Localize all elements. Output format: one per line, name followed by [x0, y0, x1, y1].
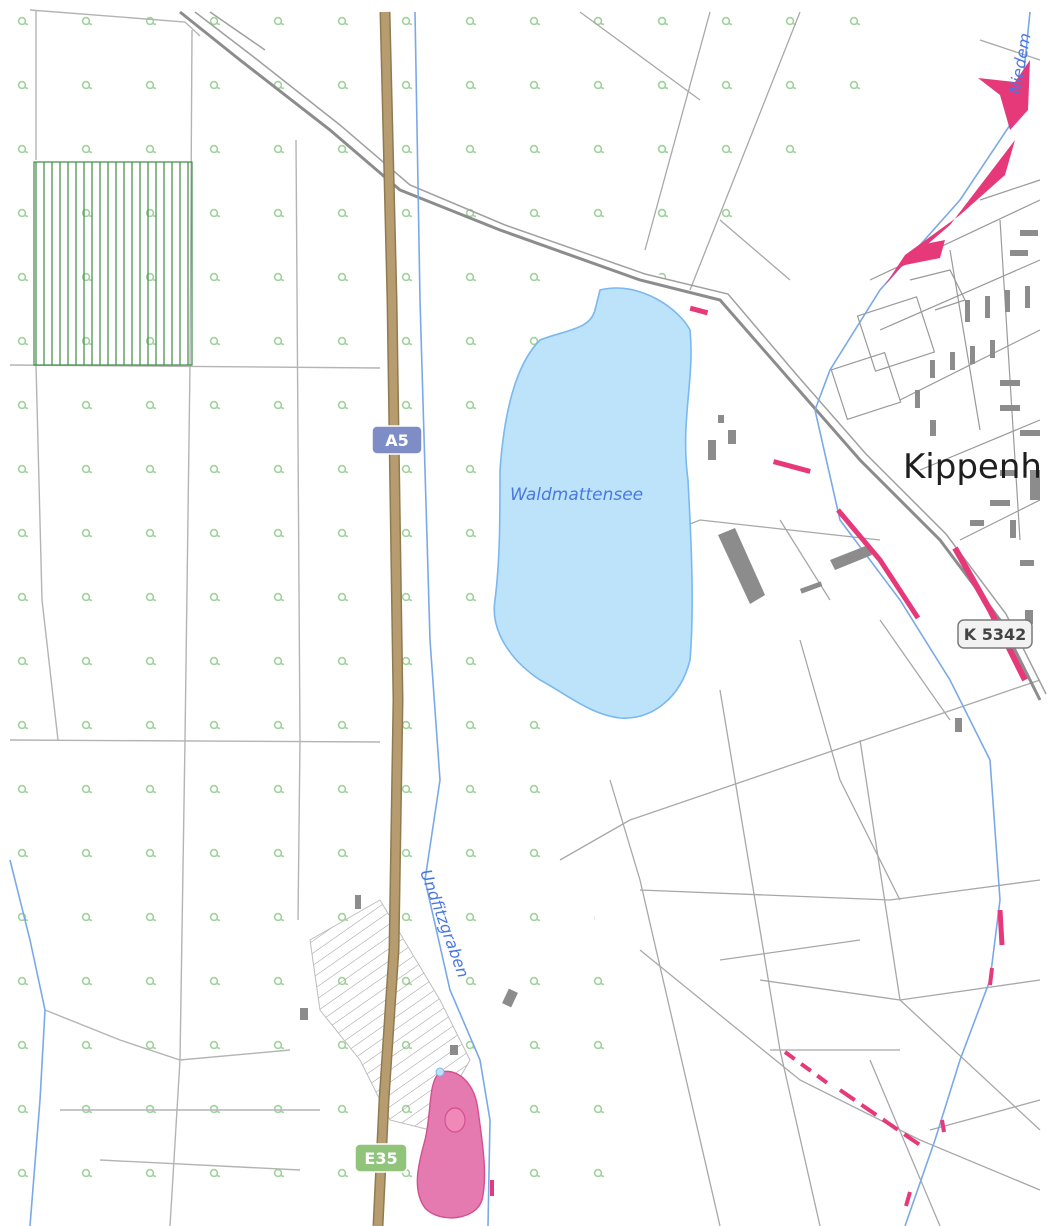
road-shield-e35-label: E35 [364, 1149, 397, 1168]
lake-label: Waldmattensee [510, 485, 643, 505]
small-pond [435, 1067, 445, 1077]
protected-areas [416, 60, 1030, 1219]
hatched-parcel [33, 161, 193, 366]
streams [9, 11, 1031, 1226]
road-shield-a5-label: A5 [385, 431, 409, 450]
road-shield-k5342: K 5342 [957, 619, 1033, 649]
town-kippenheim [830, 179, 1041, 624]
forest-area-east [600, 10, 880, 300]
field-roads-east [559, 11, 1041, 1226]
road-shield-e35: E35 [354, 1143, 408, 1173]
road-shield-icon [354, 1143, 408, 1173]
lake-waldmattensee [493, 287, 693, 719]
motorway-a5 [372, 11, 404, 1226]
road-shield-a5: A5 [371, 425, 423, 455]
road-shield-icon [371, 425, 423, 455]
road-shield-k5342-label: K 5342 [964, 625, 1027, 644]
railway [179, 10, 1047, 701]
road-shield-icon [957, 619, 1033, 649]
buildings [300, 415, 962, 1055]
town-label: Kippenh [903, 447, 1042, 487]
